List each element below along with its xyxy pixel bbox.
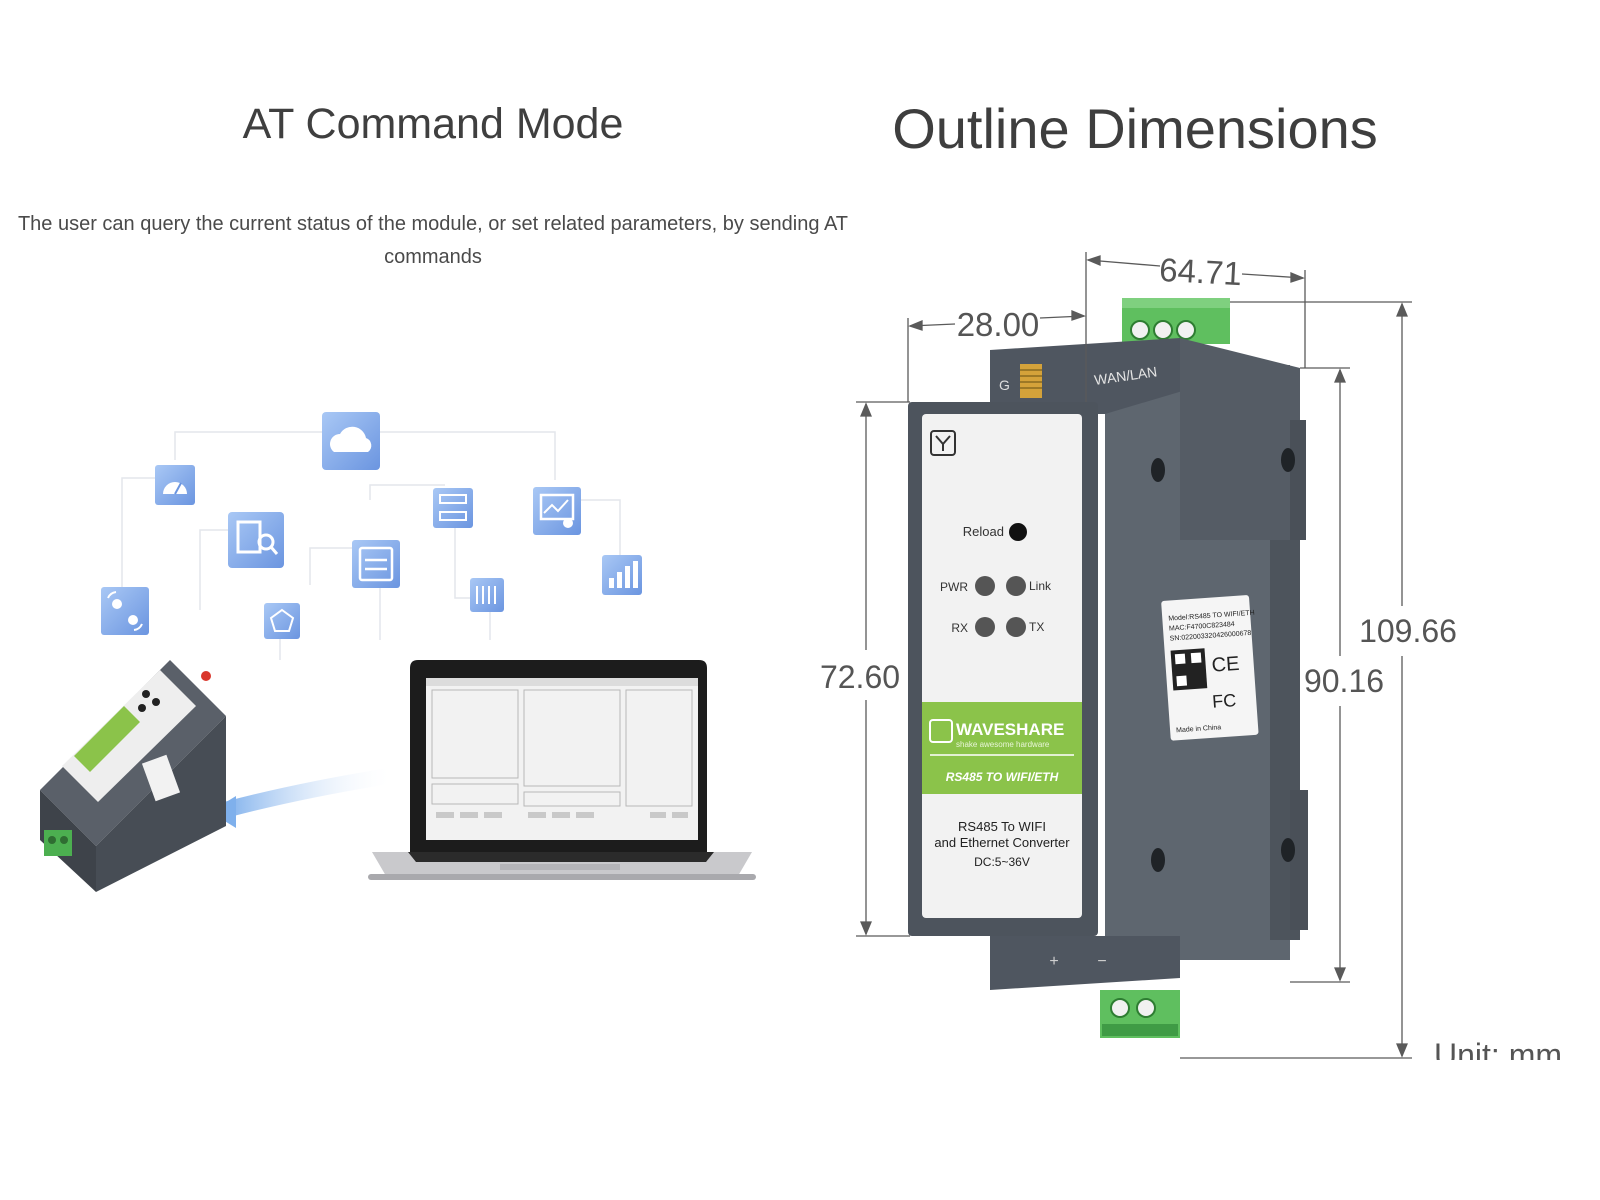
dimension-lines (856, 252, 1412, 1059)
terminal-plus: + (1049, 953, 1058, 970)
rx-label: RX (951, 621, 968, 635)
at-command-illustration (40, 412, 756, 892)
at-command-title: AT Command Mode (242, 100, 624, 148)
device-body: G WAN/LAN Reload PWR Link RX TX (908, 298, 1308, 1038)
rx-led (975, 617, 995, 637)
dim-total-height: 109.66 (1359, 613, 1457, 649)
side-label-origin: Made in China (1176, 724, 1222, 734)
dim-body-height: 90.16 (1304, 663, 1384, 699)
brand-name: WAVESHARE (956, 720, 1064, 739)
cloud-icon (322, 412, 380, 470)
keyboard-icon (470, 578, 504, 612)
chart-monitor-icon (533, 487, 581, 535)
waveshare-logo-icon (929, 719, 953, 743)
dim-top-width: 64.71 (1158, 251, 1242, 292)
user-switch-icon (101, 587, 149, 635)
bar-chart-icon (602, 555, 642, 595)
brand-tagline: shake awesome hardware (956, 740, 1050, 749)
gauge-icon (155, 465, 195, 505)
outline-dimensions-title: Outline Dimensions (892, 97, 1378, 160)
brand-banner (922, 702, 1082, 794)
dim-front-height: 72.60 (820, 659, 900, 695)
model-banner: RS485 TO WIFI/ETH (946, 770, 1059, 784)
search-doc-icon (228, 512, 284, 568)
terminal-minus: − (1097, 953, 1106, 970)
antenna-connector (1020, 364, 1042, 398)
pwr-label: PWR (940, 580, 968, 594)
outline-dimensions-diagram: G WAN/LAN Reload PWR Link RX TX (820, 251, 1560, 1060)
reload-label: Reload (963, 524, 1004, 539)
top-terminal-screws (1130, 320, 1196, 340)
power-spec: DC:5~36V (974, 855, 1030, 869)
tx-label: TX (1029, 620, 1044, 634)
ce-mark-icon: CE (1211, 653, 1240, 677)
link-label: Link (1029, 579, 1052, 593)
fcc-mark-icon: FC (1212, 690, 1237, 712)
transfer-icon (352, 540, 400, 588)
product-name-line1: RS485 To WIFI (958, 819, 1046, 834)
flow-icon (433, 488, 473, 528)
transfer-arrow (217, 767, 403, 818)
tx-led (1006, 617, 1026, 637)
antenna-icon (930, 430, 956, 456)
dim-front-width: 28.00 (957, 306, 1040, 343)
reload-button (1009, 523, 1027, 541)
pwr-led (975, 576, 995, 596)
side-label-mac: MAC:F4700C823484 (1169, 621, 1235, 633)
unit-label: Unit: mm (1434, 1037, 1560, 1060)
small-device (40, 660, 226, 892)
link-led (1006, 576, 1026, 596)
product-name-line2: and Ethernet Converter (934, 835, 1070, 850)
antenna-mark: G (999, 377, 1010, 393)
side-label: Model:RS485 TO WIFI/ETH MAC:F4700C823484… (1161, 595, 1259, 741)
laptop (368, 660, 756, 880)
network-icon (264, 603, 300, 639)
at-command-description: The user can query the current status of… (17, 213, 849, 268)
